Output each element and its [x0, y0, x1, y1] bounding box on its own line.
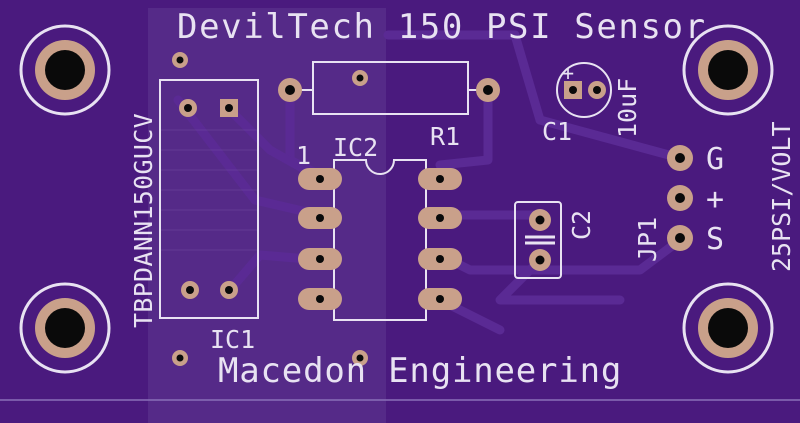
c1-polarity: + — [562, 61, 574, 85]
ic1-pads — [179, 99, 238, 299]
jp1-label: JP1 — [633, 217, 662, 262]
ic2-dip8 — [298, 159, 462, 321]
capacitor-c2 — [514, 201, 562, 279]
c1-label: C1 — [542, 117, 572, 146]
r1-label: R1 — [430, 122, 460, 151]
ic1-part-number: TBPDANN150GUCV — [129, 113, 158, 328]
mounting-hole-bottom-right — [682, 282, 774, 374]
mounting-hole-top-right — [682, 24, 774, 116]
jp1-pin-s: S — [706, 222, 724, 257]
ic2-label: IC2 — [333, 133, 378, 162]
ic1-label: IC1 — [210, 325, 255, 354]
footer-text: Macedon Engineering — [218, 351, 622, 391]
ic1-hatching — [160, 129, 258, 251]
jp1-pin-g: G — [706, 142, 724, 177]
mounting-hole-bottom-left — [19, 282, 111, 374]
vias — [172, 52, 368, 366]
jp1-pin-plus: + — [706, 182, 724, 217]
board-title: DevilTech 150 PSI Sensor — [177, 7, 707, 47]
ic2-pin1-marker: 1 — [296, 141, 311, 170]
c1-value: 10uF — [613, 78, 642, 138]
c2-label: C2 — [567, 210, 596, 240]
capacitor-c1 — [556, 62, 612, 118]
ground-pour-overlay — [148, 8, 386, 423]
ic1-outline — [159, 79, 259, 319]
jp1-header — [667, 145, 693, 251]
mounting-hole-top-left — [19, 24, 111, 116]
resistor-r1 — [278, 61, 500, 115]
output-scale: 25PSI/VOLT — [767, 121, 796, 272]
